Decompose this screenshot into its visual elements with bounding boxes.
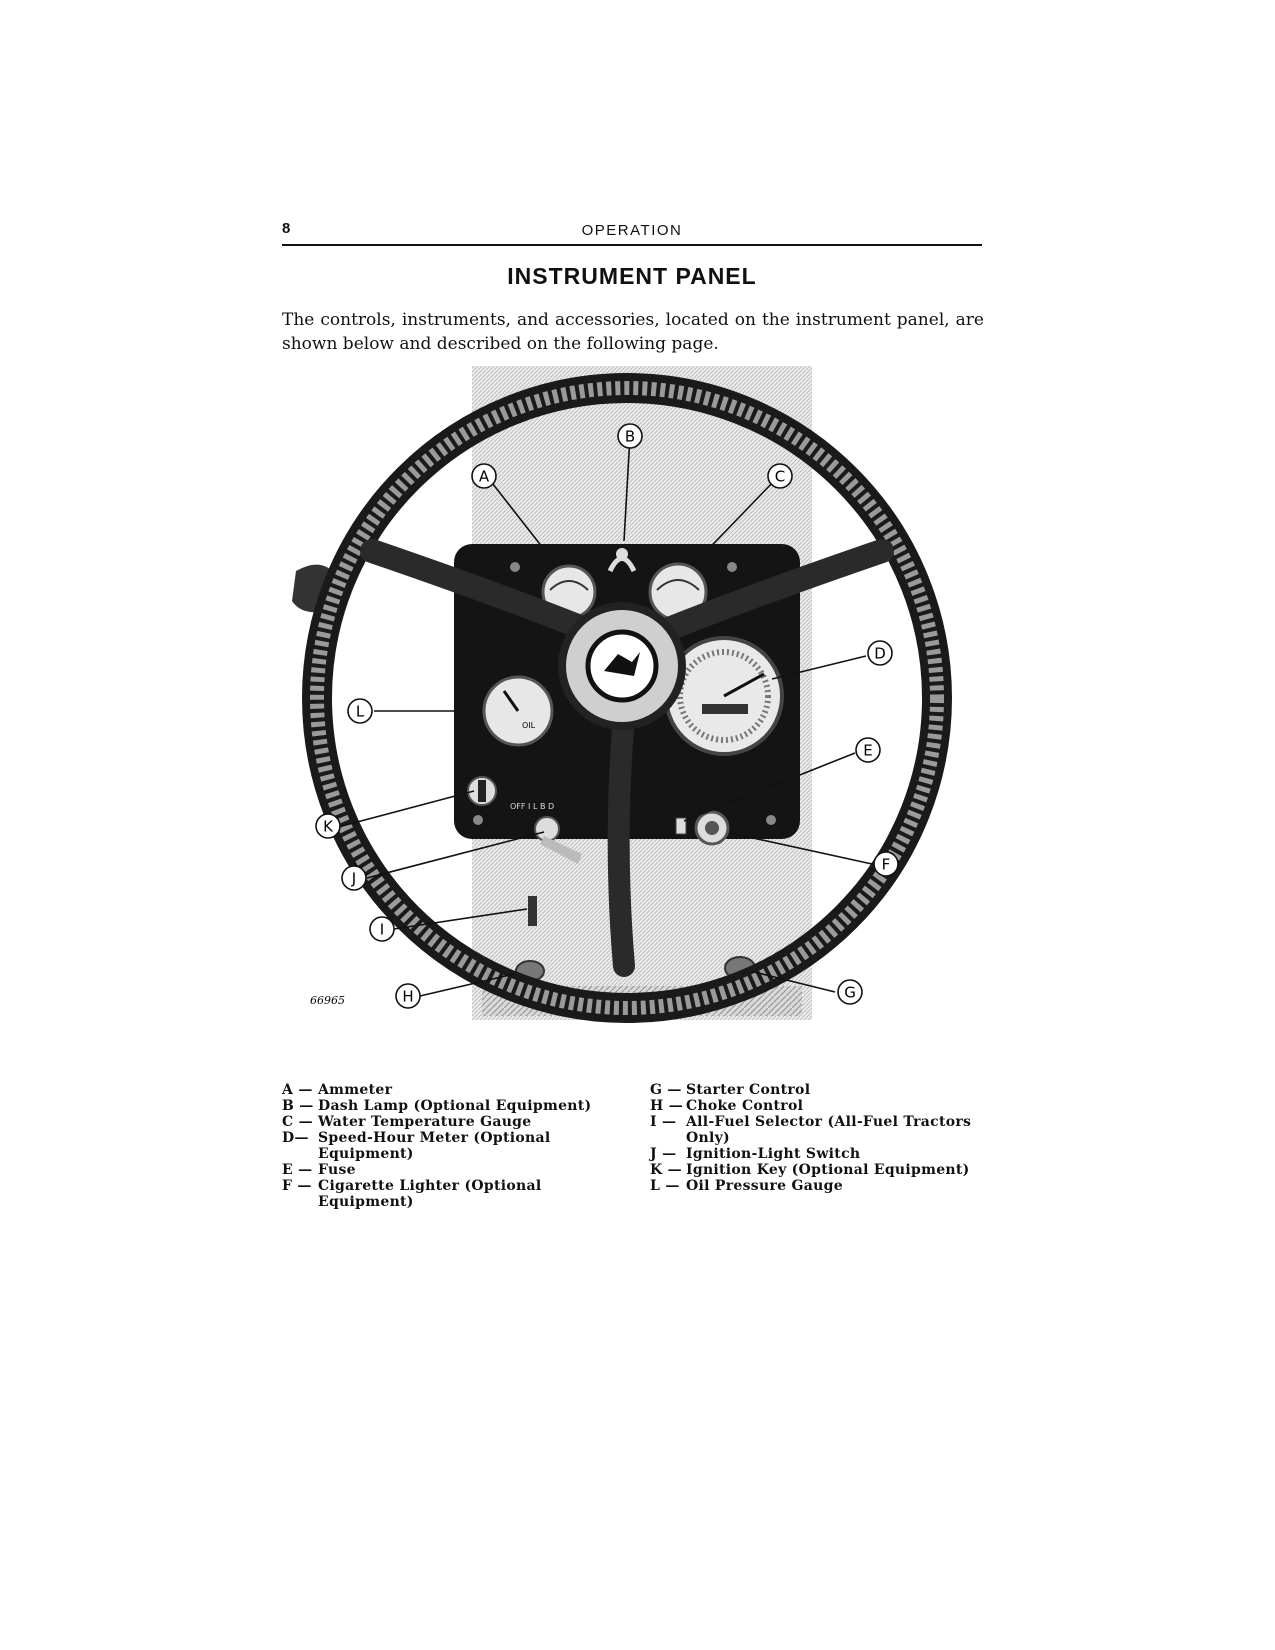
page-header: 8 OPERATION — [282, 216, 982, 246]
callout-f: F — [873, 851, 899, 877]
intro-paragraph: The controls, instruments, and accessori… — [282, 310, 984, 354]
legend-code: J — — [650, 1146, 677, 1162]
instrument-panel-figure: OIL OFF I L B D — [282, 366, 982, 1066]
legend-label: Dash Lamp (Optional Equipment) — [318, 1098, 592, 1114]
callout-i: I — [369, 916, 395, 942]
legend-item: K —Ignition Key (Optional Equipment) — [650, 1162, 990, 1178]
legend-code: E — — [282, 1162, 313, 1178]
legend-label: Ammeter — [318, 1082, 393, 1098]
callout-label-c: C — [775, 468, 785, 486]
page-title: INSTRUMENT PANEL — [507, 263, 757, 289]
legend-label: All-Fuel Selector (All-Fuel Tractors Onl… — [686, 1114, 972, 1146]
callout-label-l: L — [356, 703, 365, 721]
legend-code: K — — [650, 1162, 682, 1178]
legend-code: B — — [282, 1098, 314, 1114]
steering-wheel — [302, 373, 952, 1023]
legend-code: D— — [282, 1130, 309, 1146]
header-rule — [282, 244, 982, 246]
legend-item: C — Water Temperature Gauge — [282, 1114, 622, 1130]
oil-gauge-mark: OIL — [522, 721, 536, 730]
legend-item: E — Fuse — [282, 1162, 622, 1178]
oil-pressure-gauge: OIL — [482, 675, 554, 747]
callout-e: E — [855, 737, 881, 763]
legend-item: L — Oil Pressure Gauge — [650, 1178, 990, 1194]
legend-code: L — — [650, 1178, 680, 1194]
legend-item: F — Cigarette Lighter (Optional Equipment… — [282, 1178, 622, 1210]
legend-code: A — — [282, 1082, 313, 1098]
water-temperature-gauge — [648, 562, 708, 622]
legend-label: Ignition Key (Optional Equipment) — [686, 1162, 970, 1178]
legend-item: B —Dash Lamp (Optional Equipment) — [282, 1098, 622, 1114]
legend-item: A — Ammeter — [282, 1082, 622, 1098]
legend-label: Cigarette Lighter (Optional Equipment) — [318, 1178, 542, 1210]
callout-c: C — [767, 463, 793, 489]
callout-label-d: D — [874, 645, 886, 663]
callout-label-f: F — [882, 856, 891, 874]
callout-label-h: H — [402, 988, 413, 1006]
legend-label: Ignition-Light Switch — [686, 1146, 861, 1162]
legend-code: C — — [282, 1114, 313, 1130]
legend-code: G — — [650, 1082, 682, 1098]
legend-label: Fuse — [318, 1162, 356, 1178]
legend-label: Starter Control — [686, 1082, 811, 1098]
callout-j: J — [341, 865, 367, 891]
legend-label: Choke Control — [686, 1098, 804, 1114]
legend-label: Oil Pressure Gauge — [686, 1178, 843, 1194]
fuel-selector-lever — [528, 896, 537, 926]
callout-label-j: J — [351, 870, 356, 888]
callout-b: B — [617, 423, 643, 449]
legend-item: I — All-Fuel Selector (All-Fuel Tractors … — [650, 1114, 990, 1146]
callout-set: A B C D E F G H I J K L — [315, 423, 899, 1009]
page-number: 8 — [282, 220, 291, 237]
fuse-and-lighter — [675, 810, 730, 846]
legend-label: Speed-Hour Meter (Optional Equipment) — [318, 1130, 551, 1162]
callout-d: D — [867, 640, 893, 666]
callout-g: G — [837, 979, 863, 1005]
legend-code: I — — [650, 1114, 677, 1130]
ignition-positions: OFF I L B D — [510, 802, 554, 811]
callout-label-e: E — [863, 742, 872, 760]
callout-label-b: B — [625, 428, 635, 446]
callout-label-i: I — [380, 921, 384, 939]
legend-code: F — — [282, 1178, 312, 1194]
ignition-key-switch — [467, 776, 497, 806]
legend-item: D— Speed-Hour Meter (Optional Equipment) — [282, 1130, 622, 1162]
legend-label: Water Temperature Gauge — [318, 1114, 532, 1130]
callout-l: L — [347, 698, 373, 724]
legend-item: G —Starter Control — [650, 1082, 990, 1098]
legend-right-column: G —Starter Control H —Choke Control I — A… — [650, 1082, 990, 1194]
callout-label-k: K — [323, 818, 334, 836]
callout-label-g: G — [844, 984, 856, 1002]
legend-item: J — Ignition-Light Switch — [650, 1146, 990, 1162]
callout-h: H — [395, 983, 421, 1009]
section-title: OPERATION — [581, 222, 683, 239]
callout-a: A — [471, 463, 497, 489]
callout-label-a: A — [479, 468, 490, 486]
legend-code: H — — [650, 1098, 684, 1114]
callout-k: K — [315, 813, 341, 839]
legend-item: H —Choke Control — [650, 1098, 990, 1114]
dash-lamp — [607, 548, 637, 573]
instrument-panel-illustration: OIL OFF I L B D — [292, 366, 952, 1023]
figure-number: 66965 — [310, 994, 345, 1007]
callout-leaders — [341, 435, 873, 997]
ignition-light-switch: OFF I L B D — [510, 802, 582, 864]
legend-left-column: A — Ammeter B —Dash Lamp (Optional Equipm… — [282, 1082, 622, 1210]
